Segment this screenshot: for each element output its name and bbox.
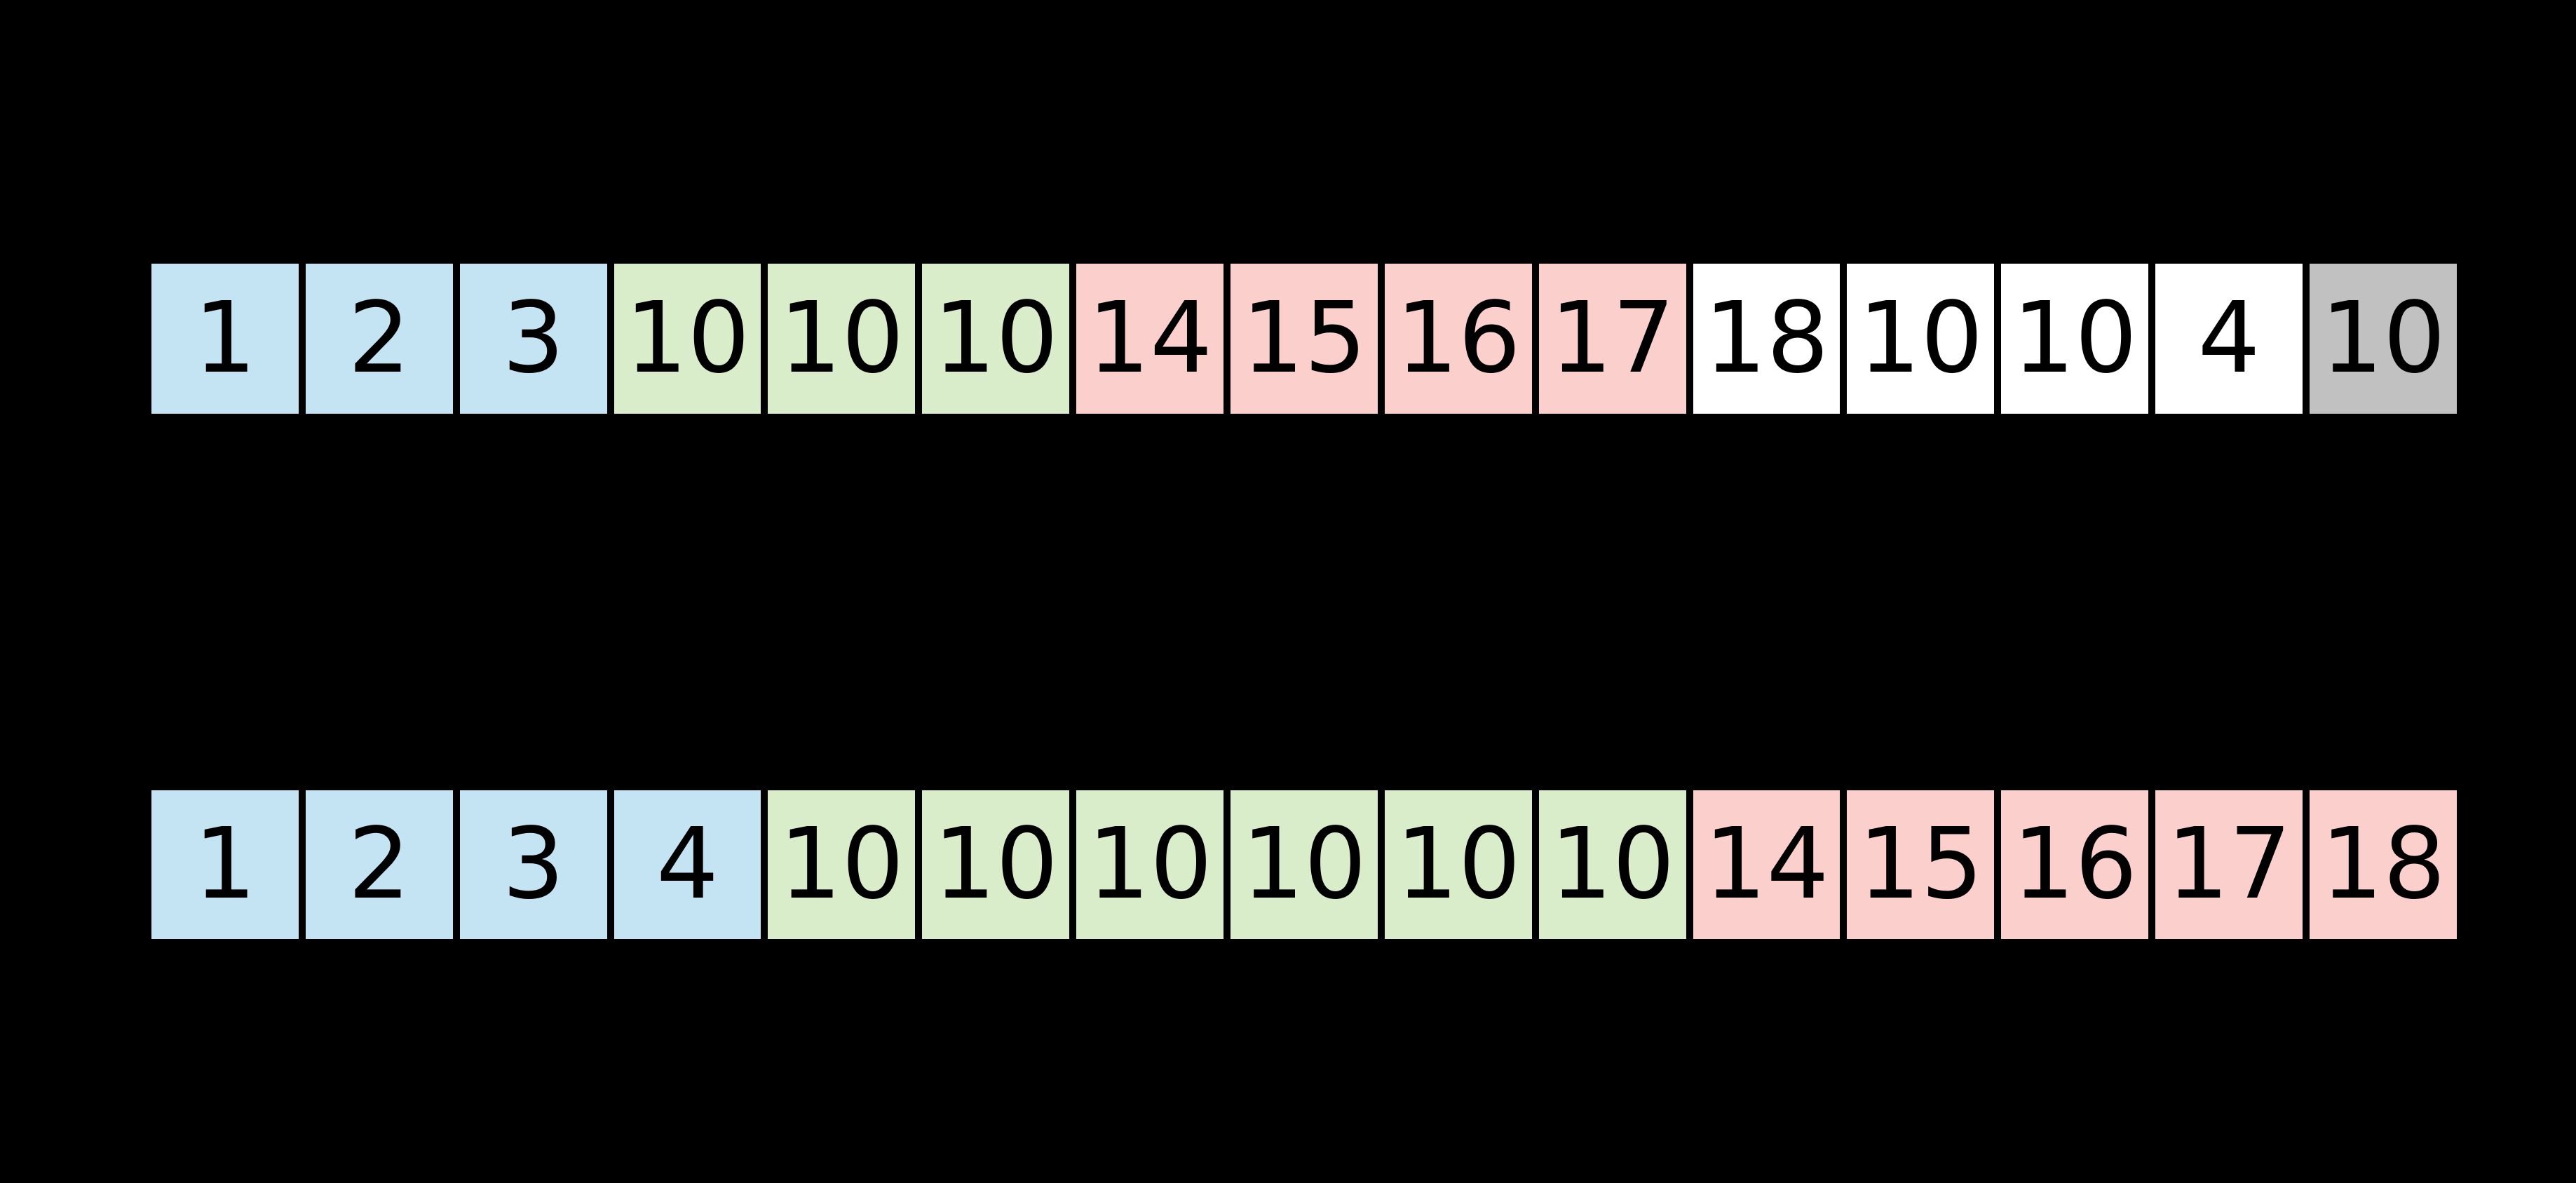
array-cell: 4 xyxy=(2155,264,2303,414)
array-cell: 17 xyxy=(1538,264,1686,414)
array-cell: 18 xyxy=(1693,264,1841,414)
array-cell: 18 xyxy=(2310,790,2457,939)
array-cell: 10 xyxy=(1384,790,1532,939)
array-cell: 14 xyxy=(1693,790,1841,939)
array-cell: 10 xyxy=(614,264,761,414)
array-cell: 3 xyxy=(459,790,607,939)
array-cell: 10 xyxy=(1076,790,1224,939)
array-cell: 10 xyxy=(1231,790,1378,939)
array-cell: 2 xyxy=(305,790,453,939)
array-cell: 16 xyxy=(2001,790,2149,939)
array-cell: 17 xyxy=(2155,790,2303,939)
array-cell: 15 xyxy=(1231,264,1378,414)
array-cell: 10 xyxy=(768,790,916,939)
array-cell: 10 xyxy=(1538,790,1686,939)
array-cell: 10 xyxy=(1847,264,1995,414)
array-cell: 10 xyxy=(922,790,1070,939)
array-cell: 1 xyxy=(151,790,299,939)
array-cell: 4 xyxy=(614,790,761,939)
array-cell: 14 xyxy=(1076,264,1224,414)
array-cell: 16 xyxy=(1384,264,1532,414)
array-cell: 10 xyxy=(922,264,1070,414)
array-cell: 10 xyxy=(2310,264,2457,414)
array-cell: 15 xyxy=(1847,790,1995,939)
array-cell: 2 xyxy=(305,264,453,414)
array-cell: 1 xyxy=(151,264,299,414)
array-cell: 10 xyxy=(768,264,916,414)
array-cell: 10 xyxy=(2001,264,2149,414)
array-cell: 3 xyxy=(459,264,607,414)
